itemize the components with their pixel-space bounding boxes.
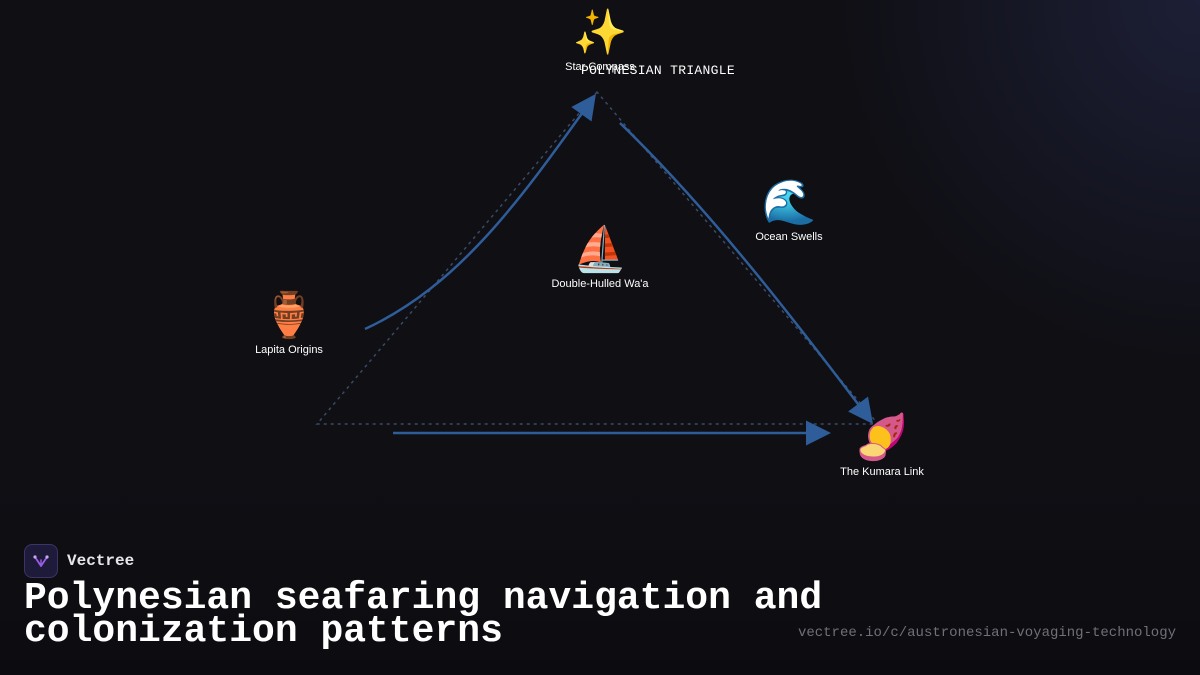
arrow-star-to-kumara bbox=[619, 122, 874, 424]
node-label: Ocean Swells bbox=[755, 231, 823, 243]
node-label: The Kumara Link bbox=[840, 466, 924, 478]
node-ocean-swells: 🌊 Ocean Swells bbox=[709, 178, 869, 244]
page-title: Polynesian seafaring navigation and colo… bbox=[24, 577, 823, 653]
wave-icon: 🌊 bbox=[761, 178, 817, 227]
brand-name: Vectree bbox=[67, 552, 135, 570]
sweet-potato-icon: 🍠 bbox=[854, 413, 910, 462]
vectree-logo-icon bbox=[24, 544, 58, 578]
amphora-icon: 🏺 bbox=[261, 291, 317, 340]
diagram-title: POLYNESIAN TRIANGLE bbox=[581, 63, 735, 78]
node-label: Star Compass bbox=[565, 61, 635, 73]
logo-mark bbox=[33, 555, 49, 567]
sailboat-icon: ⛵ bbox=[572, 225, 628, 274]
node-label: Lapita Origins bbox=[255, 344, 323, 356]
node-label: Double-Hulled Wa'a bbox=[551, 278, 649, 290]
node-lapita-origins: 🏺 Lapita Origins bbox=[209, 291, 369, 357]
triangle-outline bbox=[315, 90, 880, 425]
arrow-lapita-to-star bbox=[364, 93, 596, 331]
brand[interactable]: Vectree bbox=[24, 544, 134, 578]
node-double-hulled-waa: ⛵ Double-Hulled Wa'a bbox=[520, 225, 680, 291]
source-url[interactable]: vectree.io/c/austronesian-voyaging-techn… bbox=[797, 625, 1176, 641]
node-kumara-link: 🍠 The Kumara Link bbox=[802, 413, 962, 479]
node-star-compass: ✨ Star Compass bbox=[520, 8, 680, 74]
sparkles-icon: ✨ bbox=[572, 8, 628, 57]
